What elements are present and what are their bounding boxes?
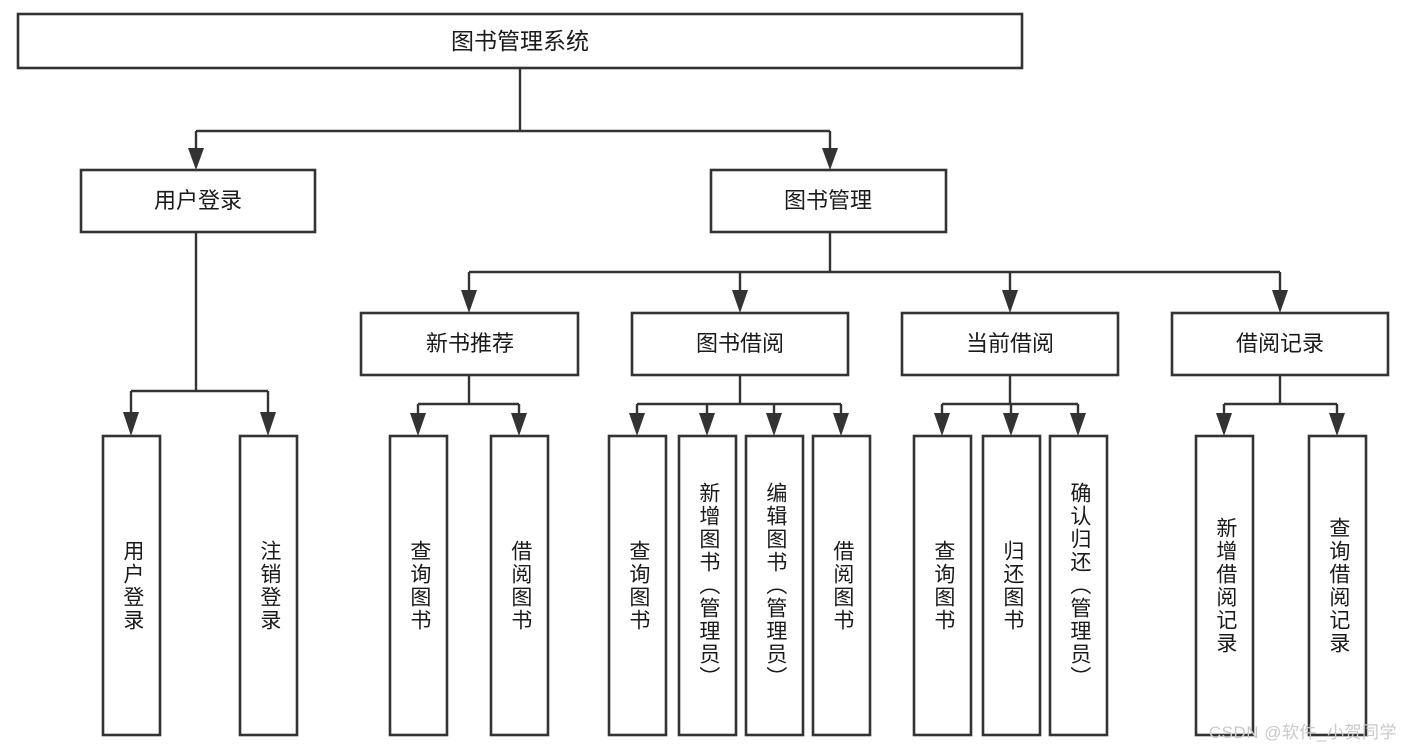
node-book-borrow[interactable]: 图书借阅: [630, 311, 850, 377]
leaf-book-borrow-4[interactable]: [811, 434, 872, 737]
connector-borrow-leaf-1: [629, 404, 645, 436]
connector-borrow-leaf-2: [699, 404, 715, 436]
leaf-current-borrow-1[interactable]: [912, 434, 973, 737]
connector-bookmanage-to-borrow: [732, 272, 748, 313]
connector-bookmanage-to-current: [1002, 272, 1018, 313]
node-borrow-record-label: 借阅记录: [1236, 331, 1324, 356]
node-book-manage[interactable]: 图书管理: [709, 168, 948, 234]
leaf-new-book-2[interactable]: [489, 434, 550, 737]
connector-record-leaf-1: [1216, 404, 1232, 436]
leaf-book-borrow-3[interactable]: [744, 434, 805, 737]
csdn-watermark: CSDN @软件_小贺同学: [1208, 723, 1397, 742]
connector-borrow-leaf-3: [766, 404, 782, 436]
leaf-book-borrow-2[interactable]: [677, 434, 738, 737]
leaf-borrow-record-2[interactable]: [1307, 434, 1368, 737]
node-user-login-label: 用户登录: [154, 188, 242, 213]
connector-record-leaf-2: [1329, 404, 1345, 436]
connector-bookmanage-to-new-book: [461, 272, 477, 313]
connector-root-to-book-manage: [822, 131, 838, 170]
leaf-book-borrow-1[interactable]: [607, 434, 668, 737]
node-current-borrow[interactable]: 当前借阅: [900, 311, 1120, 377]
leaf-user-login-2[interactable]: [238, 434, 299, 737]
connector-newbook-leaf-1: [410, 404, 426, 436]
leaf-new-book-1[interactable]: [388, 434, 449, 737]
leaf-current-borrow-2[interactable]: [981, 434, 1042, 737]
leaf-borrow-record-1[interactable]: [1194, 434, 1255, 737]
connector-root-to-user-login: [188, 131, 204, 170]
connector-bookmanage-to-record: [1272, 272, 1288, 313]
node-new-book-recommend[interactable]: 新书推荐: [359, 311, 580, 377]
node-new-book-recommend-label: 新书推荐: [426, 331, 514, 356]
connector-newbook-leaf-2: [511, 404, 527, 436]
node-book-borrow-label: 图书借阅: [696, 331, 784, 356]
leaf-current-borrow-3[interactable]: [1048, 434, 1109, 737]
node-borrow-record[interactable]: 借阅记录: [1170, 311, 1390, 377]
connector-current-leaf-3: [1070, 404, 1086, 436]
connector-current-leaf-1: [934, 404, 950, 436]
connector-userlogin-leaf-1: [123, 391, 139, 436]
connector-current-leaf-2: [1003, 404, 1019, 436]
node-root-label: 图书管理系统: [451, 28, 589, 54]
node-root[interactable]: 图书管理系统: [16, 12, 1024, 70]
connector-userlogin-leaf-2: [260, 391, 276, 436]
node-current-borrow-label: 当前借阅: [966, 331, 1054, 356]
connector-borrow-leaf-4: [833, 404, 849, 436]
node-user-login[interactable]: 用户登录: [79, 168, 317, 234]
node-book-manage-label: 图书管理: [784, 188, 872, 213]
leaf-user-login-1[interactable]: [101, 434, 162, 737]
